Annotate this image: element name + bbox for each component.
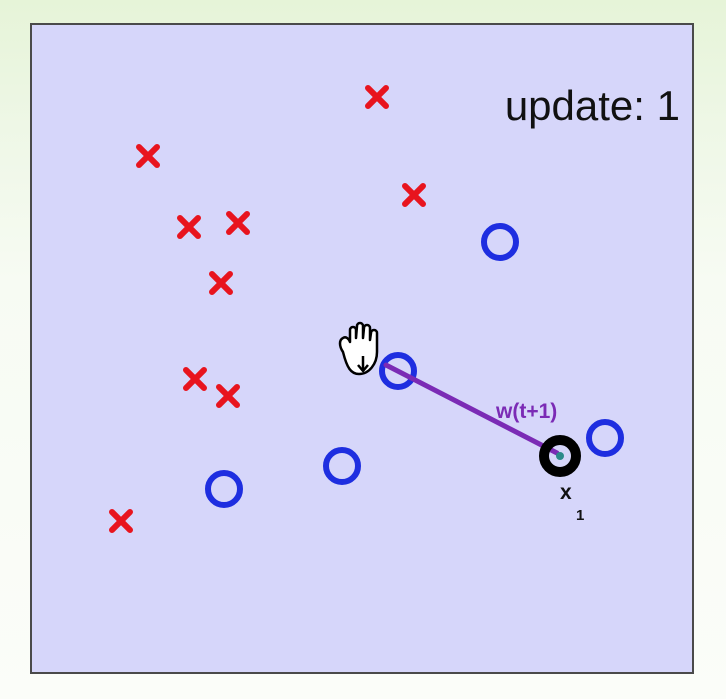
cross-marker bbox=[226, 211, 250, 235]
highlighted-point bbox=[539, 435, 581, 477]
cross-marker bbox=[216, 384, 240, 408]
cross-marker bbox=[136, 144, 160, 168]
cross-marker bbox=[183, 367, 207, 391]
circle-marker bbox=[205, 470, 243, 508]
circle-marker bbox=[323, 447, 361, 485]
circle-marker bbox=[481, 223, 519, 261]
circle-marker bbox=[379, 352, 417, 390]
cross-marker bbox=[365, 85, 389, 109]
cross-marker bbox=[109, 509, 133, 533]
highlighted-point-label: x bbox=[560, 481, 572, 504]
cross-marker bbox=[177, 215, 201, 239]
positive-samples bbox=[205, 223, 624, 508]
cross-marker bbox=[402, 183, 426, 207]
weight-vector-line bbox=[383, 362, 560, 456]
grab-hand-icon[interactable] bbox=[338, 321, 379, 376]
highlighted-point-subscript: 1 bbox=[576, 507, 584, 524]
cross-marker bbox=[209, 271, 233, 295]
weight-vector-label: w(t+1) bbox=[495, 400, 557, 423]
negative-samples bbox=[109, 85, 426, 533]
update-counter: update: 1 bbox=[505, 82, 680, 129]
circle-marker bbox=[586, 419, 624, 457]
